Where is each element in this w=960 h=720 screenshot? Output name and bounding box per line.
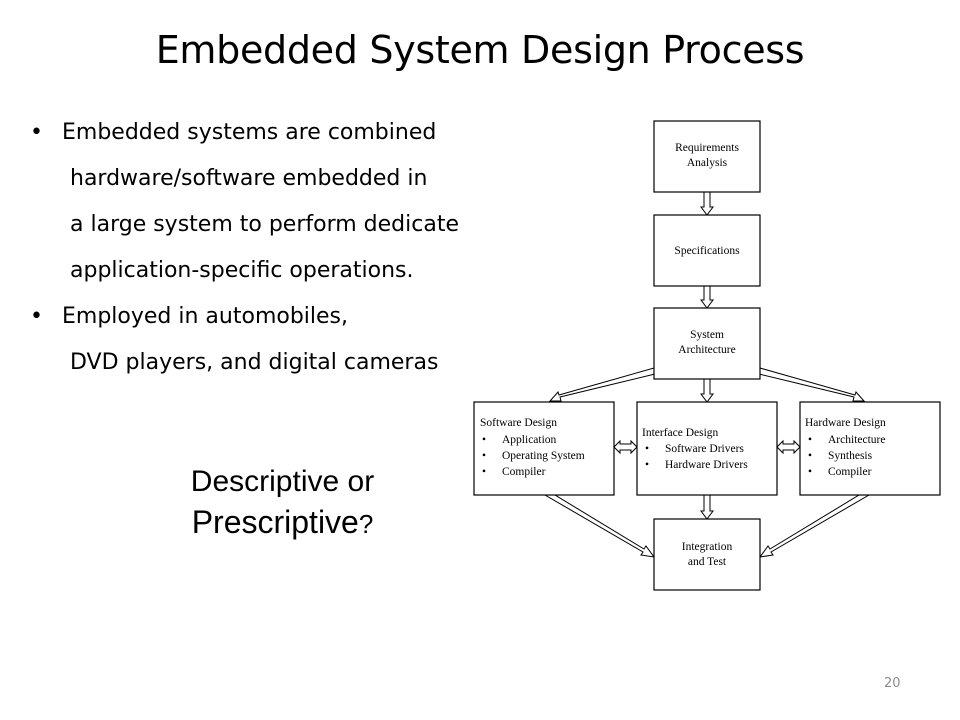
software-item: Compiler (502, 466, 546, 478)
arrow-hardware-to-integration (758, 491, 870, 558)
bullet-2-line-2: DVD players, and digital cameras (70, 350, 439, 375)
hardware-design-box: Hardware Design • Architecture • Synthes… (799, 401, 941, 496)
software-item: Application (502, 434, 557, 446)
architecture-box: System Architecture (653, 307, 761, 380)
hardware-item: Compiler (828, 466, 872, 478)
question-mark: ? (358, 509, 374, 539)
bullet-dot: • (645, 443, 649, 455)
bullet-1-line-1: • Embedded systems are combined (30, 110, 550, 156)
integration-label-2: and Test (688, 556, 727, 568)
software-design-box: Software Design • Application • Operatin… (473, 401, 615, 496)
bullet-dot: • (808, 434, 812, 446)
software-item: Operating System (502, 450, 585, 462)
bullet-1-line-4: application-specific operations. (70, 258, 414, 283)
slide-title: Embedded System Design Process (155, 28, 805, 72)
bullet-dot: • (30, 304, 43, 329)
question-word: Prescriptive (191, 504, 359, 540)
question-line-1: Descriptive or (190, 465, 375, 498)
specifications-label: Specifications (674, 245, 740, 257)
bullet-dot: • (482, 466, 486, 478)
arrow-architecture-to-software (548, 367, 656, 402)
bullet-1-line-2: hardware/software embedded in (70, 166, 428, 191)
hardware-item: Architecture (828, 434, 885, 446)
bullet-2-line-1: • Employed in automobiles, (30, 294, 550, 340)
requirements-label-2: Analysis (687, 157, 728, 169)
hardware-design-title: Hardware Design (805, 417, 886, 429)
arrow-software-to-integration (544, 491, 656, 558)
architecture-label-2: Architecture (678, 344, 735, 356)
bullet-dot: • (30, 120, 43, 145)
arrow-interface-to-integration (700, 494, 714, 520)
integration-box: Integration and Test (653, 518, 761, 591)
bullet-1-line-3: a large system to perform dedicate (70, 212, 459, 237)
software-design-title: Software Design (480, 417, 557, 429)
arrow-architecture-to-interface (700, 378, 714, 403)
interface-item: Software Drivers (665, 443, 744, 455)
bullet-text: Employed in automobiles, (62, 304, 349, 329)
bullet-dot: • (482, 450, 486, 462)
hardware-item: Synthesis (828, 450, 873, 462)
bullet-list: • Embedded systems are combined hardware/… (30, 110, 550, 386)
interface-design-box: Interface Design • Software Drivers • Ha… (636, 401, 778, 496)
bullet-dot: • (808, 450, 812, 462)
interface-design-title: Interface Design (642, 427, 719, 439)
requirements-box: Requirements Analysis (653, 120, 761, 193)
double-arrow-interface-hardware (776, 439, 801, 455)
arrow-requirements-to-specifications (700, 191, 714, 216)
bullet-dot: • (645, 459, 649, 471)
interface-item: Hardware Drivers (665, 459, 748, 471)
architecture-label: System (690, 329, 724, 341)
specifications-box: Specifications (653, 214, 761, 287)
arrow-architecture-to-hardware (758, 367, 866, 402)
question-text: Descriptive or Prescriptive? (155, 462, 410, 544)
bullet-text: Embedded systems are combined (62, 120, 437, 145)
bullet-dot: • (482, 434, 486, 446)
integration-label: Integration (682, 541, 733, 553)
page-number: 20 (884, 676, 901, 691)
requirements-label: Requirements (675, 142, 739, 154)
arrow-specifications-to-architecture (700, 285, 714, 309)
bullet-dot: • (808, 466, 812, 478)
double-arrow-software-interface (613, 439, 638, 455)
question-line-2: Prescriptive? (155, 502, 410, 544)
